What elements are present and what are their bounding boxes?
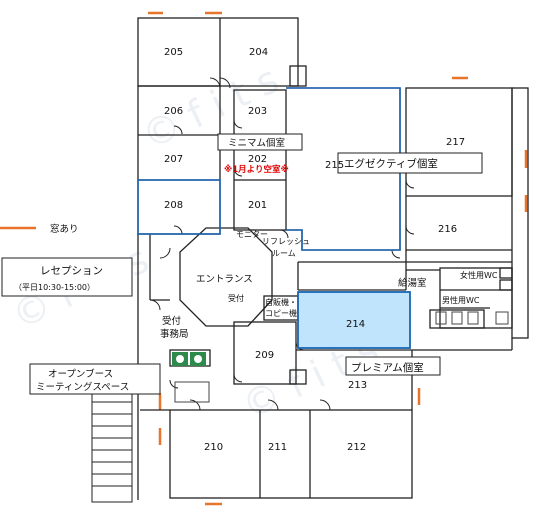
reception-desk-label: 受付 xyxy=(228,293,244,303)
sink-icon xyxy=(495,311,509,325)
window-markers xyxy=(0,11,528,506)
room-201-number: 201 xyxy=(248,200,267,211)
premium-label-box xyxy=(345,356,441,376)
vacancy-notice: ※1月より空室※ xyxy=(224,164,289,175)
room-212-number: 212 xyxy=(347,442,366,453)
room-209-number: 209 xyxy=(255,350,274,361)
minimum-label: ミニマム個室 xyxy=(228,137,285,149)
room-217-number: 217 xyxy=(446,137,465,148)
meeting-space-label: ミーティングスペース xyxy=(36,381,129,393)
room-214-highlight[interactable] xyxy=(297,291,411,349)
label-boxes xyxy=(1,133,483,395)
reception-title: レセプション xyxy=(40,265,103,277)
executive-label-box xyxy=(337,152,483,174)
room-215-number: 215 xyxy=(325,160,344,171)
room-210-number: 210 xyxy=(204,442,223,453)
refresh-room-label-2: ルーム xyxy=(272,249,296,258)
room-206-number: 206 xyxy=(164,106,183,117)
women-wc-label: 女性用WC xyxy=(460,270,498,280)
area-labels: ミニマム個室 ※1月より空室※ エグゼクティブ個室 窓あり レセプション （平日… xyxy=(14,137,498,393)
room-214-number: 214 xyxy=(346,319,365,330)
wc-fixtures xyxy=(435,311,509,325)
refresh-room-label-1: リフレッシュ xyxy=(262,237,310,246)
men-wc-label: 男性用WC xyxy=(442,295,480,305)
open-booth-label-box xyxy=(29,363,161,395)
vending-label-1: 自販機・ xyxy=(265,297,297,307)
toilet-icon xyxy=(451,311,463,325)
window-legend-label: 窓あり xyxy=(50,223,79,235)
room-205-number: 205 xyxy=(164,47,183,58)
toilet-icon xyxy=(435,311,447,325)
open-booth-label-1: オープンブース xyxy=(48,368,113,380)
room-numbers: 205 204 206 203 207 202 208 201 215 217 … xyxy=(164,47,465,453)
office-label-2: 事務局 xyxy=(160,328,189,340)
office-label-1: 受付 xyxy=(162,315,182,327)
toilet-icon xyxy=(467,311,479,325)
entrance-label: エントランス xyxy=(196,274,253,285)
room-202-number: 202 xyxy=(248,154,267,165)
stairs xyxy=(91,389,133,503)
room-211-number: 211 xyxy=(268,442,287,453)
reception-label-box xyxy=(1,257,133,297)
kitchen-label: 給湯室 xyxy=(398,277,427,289)
table-icon xyxy=(174,381,210,403)
room-216-number: 216 xyxy=(438,224,457,235)
reception-hours: （平日10:30-15:00） xyxy=(14,283,95,292)
room-213-number: 213 xyxy=(348,380,367,391)
minimum-label-box xyxy=(217,133,303,151)
room-215-outline xyxy=(286,87,401,251)
room-208-number: 208 xyxy=(164,200,183,211)
executive-label: エグゼクティブ個室 xyxy=(344,157,438,170)
office-icons xyxy=(172,352,210,403)
room-outlines xyxy=(137,87,401,251)
room-204-number: 204 xyxy=(249,47,268,58)
room-207-number: 207 xyxy=(164,154,183,165)
premium-label: プレミアム個室 xyxy=(351,361,424,374)
vending-label-2: コピー機 xyxy=(265,308,297,318)
monitor-label: モニター xyxy=(236,230,268,239)
room-208-outline xyxy=(137,179,221,235)
room-203-number: 203 xyxy=(248,106,267,117)
